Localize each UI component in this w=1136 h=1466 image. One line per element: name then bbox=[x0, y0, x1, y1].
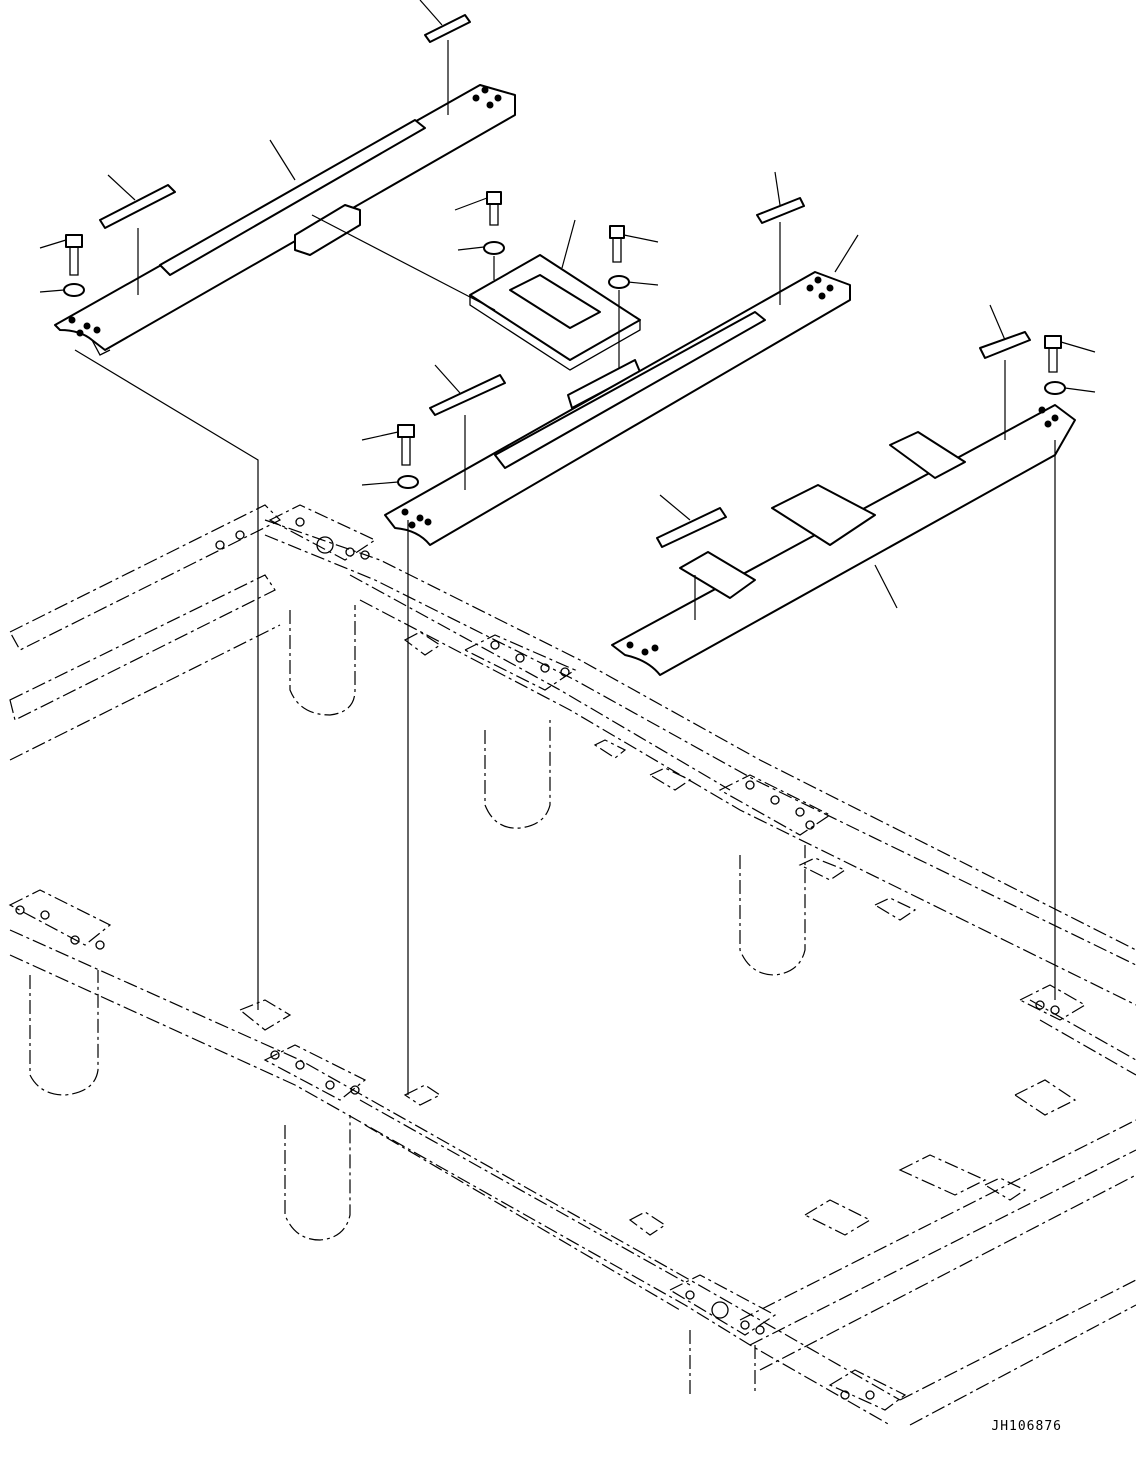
frame-bolt-heads bbox=[15, 517, 1060, 1400]
leader-lines bbox=[39, 0, 1096, 1095]
frame-phantom-outline bbox=[8, 504, 1136, 1426]
upper-left-rail bbox=[54, 84, 516, 356]
middle-rail bbox=[384, 197, 851, 546]
drawing-code-label: JH106876 bbox=[991, 1419, 1062, 1434]
upper-left-fasteners bbox=[63, 14, 471, 297]
right-rail bbox=[611, 331, 1076, 676]
center-mount-plate bbox=[469, 191, 641, 409]
